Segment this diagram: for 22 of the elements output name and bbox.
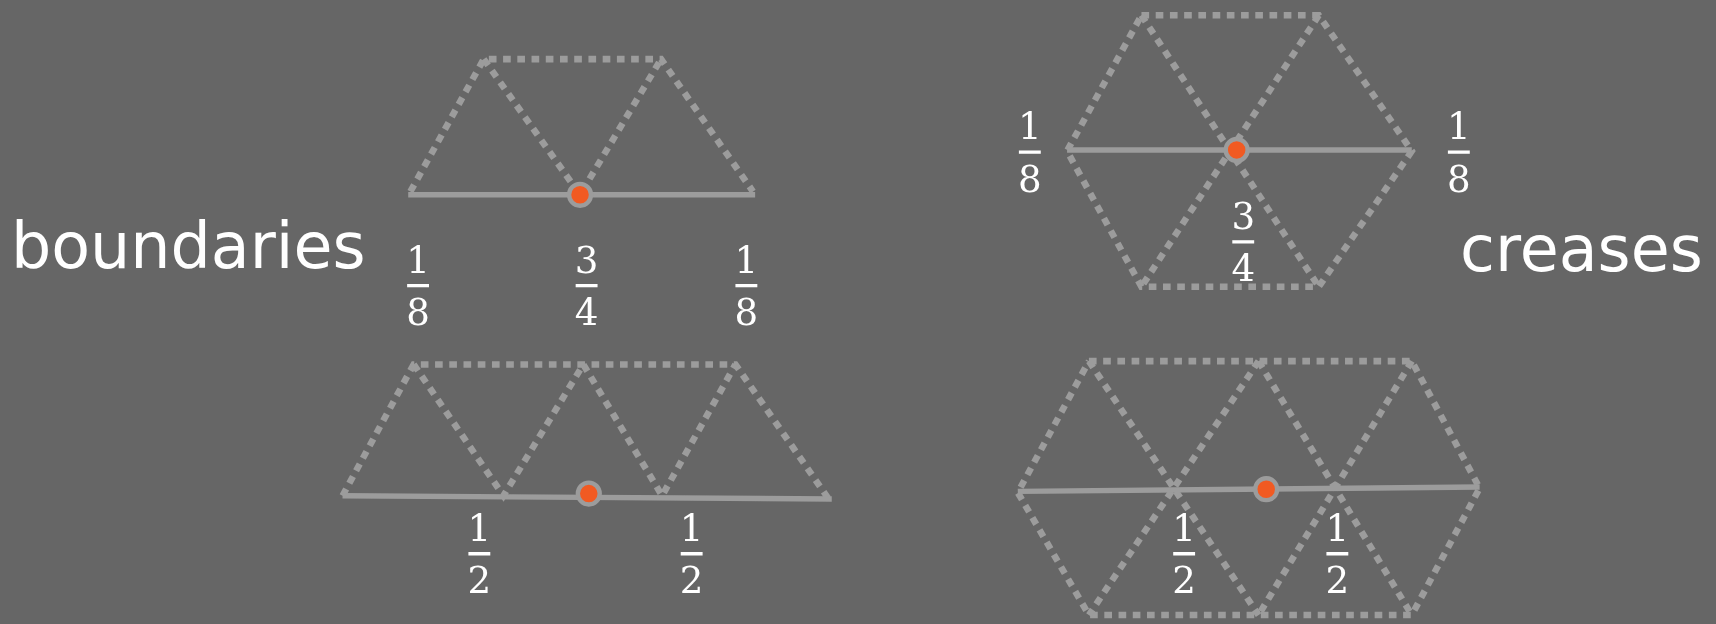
fraction-digit: 1 [1325,508,1350,547]
fraction-digit: 8 [1447,159,1471,197]
fraction-digit: 8 [734,293,759,331]
fraction-digit: 2 [1172,561,1196,599]
fraction-digit: 8 [406,293,430,331]
fraction-digit: 1 [1447,107,1471,145]
fraction-digit: 2 [467,561,492,599]
fraction-digit: 1 [1018,107,1042,145]
fraction-digit: 3 [1231,197,1256,235]
fraction-digit: 2 [1325,561,1350,599]
fraction-digit: 4 [574,293,599,331]
fraction-digit: 1 [1172,508,1196,547]
fraction-digit: 1 [734,240,759,278]
fraction-digit: 2 [679,561,704,599]
fraction-digit: 1 [406,240,430,278]
fraction-digit: 1 [679,508,704,547]
fraction-digit: 1 [467,508,492,547]
fraction-digit: 3 [574,240,599,278]
fraction-digit: 4 [1231,249,1256,287]
fraction-digit: 8 [1018,159,1042,197]
caption-text: boundaries [10,214,366,278]
caption-text: creases [1460,217,1703,282]
